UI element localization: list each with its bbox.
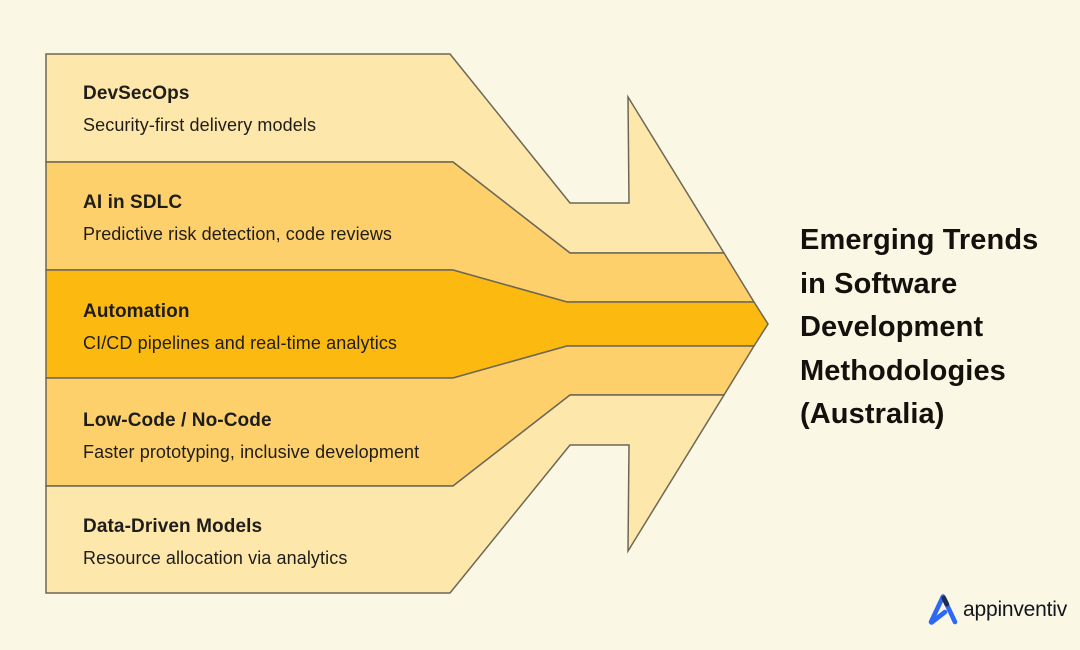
band-label-low-code-no-code: Low-Code / No-Code Faster prototyping, i…: [83, 410, 419, 463]
appinventiv-logo-icon: [928, 594, 958, 625]
band-subtitle: Resource allocation via analytics: [83, 548, 348, 568]
band-label-automation: Automation CI/CD pipelines and real-time…: [83, 301, 397, 354]
page-title-line: (Australia): [800, 398, 945, 430]
band-title: Automation: [83, 301, 190, 322]
band-subtitle: Predictive risk detection, code reviews: [83, 224, 393, 244]
band-subtitle: Security-first delivery models: [83, 115, 317, 135]
band-label-devsecops: DevSecOps Security-first delivery models: [83, 83, 316, 136]
band-label-ai-in-sdlc: AI in SDLC Predictive risk detection, co…: [83, 192, 392, 245]
brand-logo: appinventiv: [928, 593, 1067, 626]
band-title: Data-Driven Models: [83, 516, 263, 537]
band-title: DevSecOps: [83, 83, 190, 104]
page-title-line: Development: [800, 311, 984, 343]
band-title: Low-Code / No-Code: [83, 410, 272, 431]
band-title: AI in SDLC: [83, 192, 183, 213]
band-subtitle: CI/CD pipelines and real-time analytics: [83, 333, 398, 353]
band-subtitle: Faster prototyping, inclusive developmen…: [83, 442, 420, 462]
page-title-line: in Software: [800, 267, 958, 300]
band-shape-data-driven-models: [45, 394, 726, 594]
brand-logo-text: appinventiv: [963, 597, 1068, 621]
page-title: Emerging Trends in Software Development …: [800, 219, 1060, 437]
band-label-data-driven-models: Data-Driven Models Resource allocation v…: [83, 516, 347, 569]
page-title-line: Methodologies: [800, 354, 1006, 387]
page-title-line: Emerging Trends: [800, 224, 1039, 256]
